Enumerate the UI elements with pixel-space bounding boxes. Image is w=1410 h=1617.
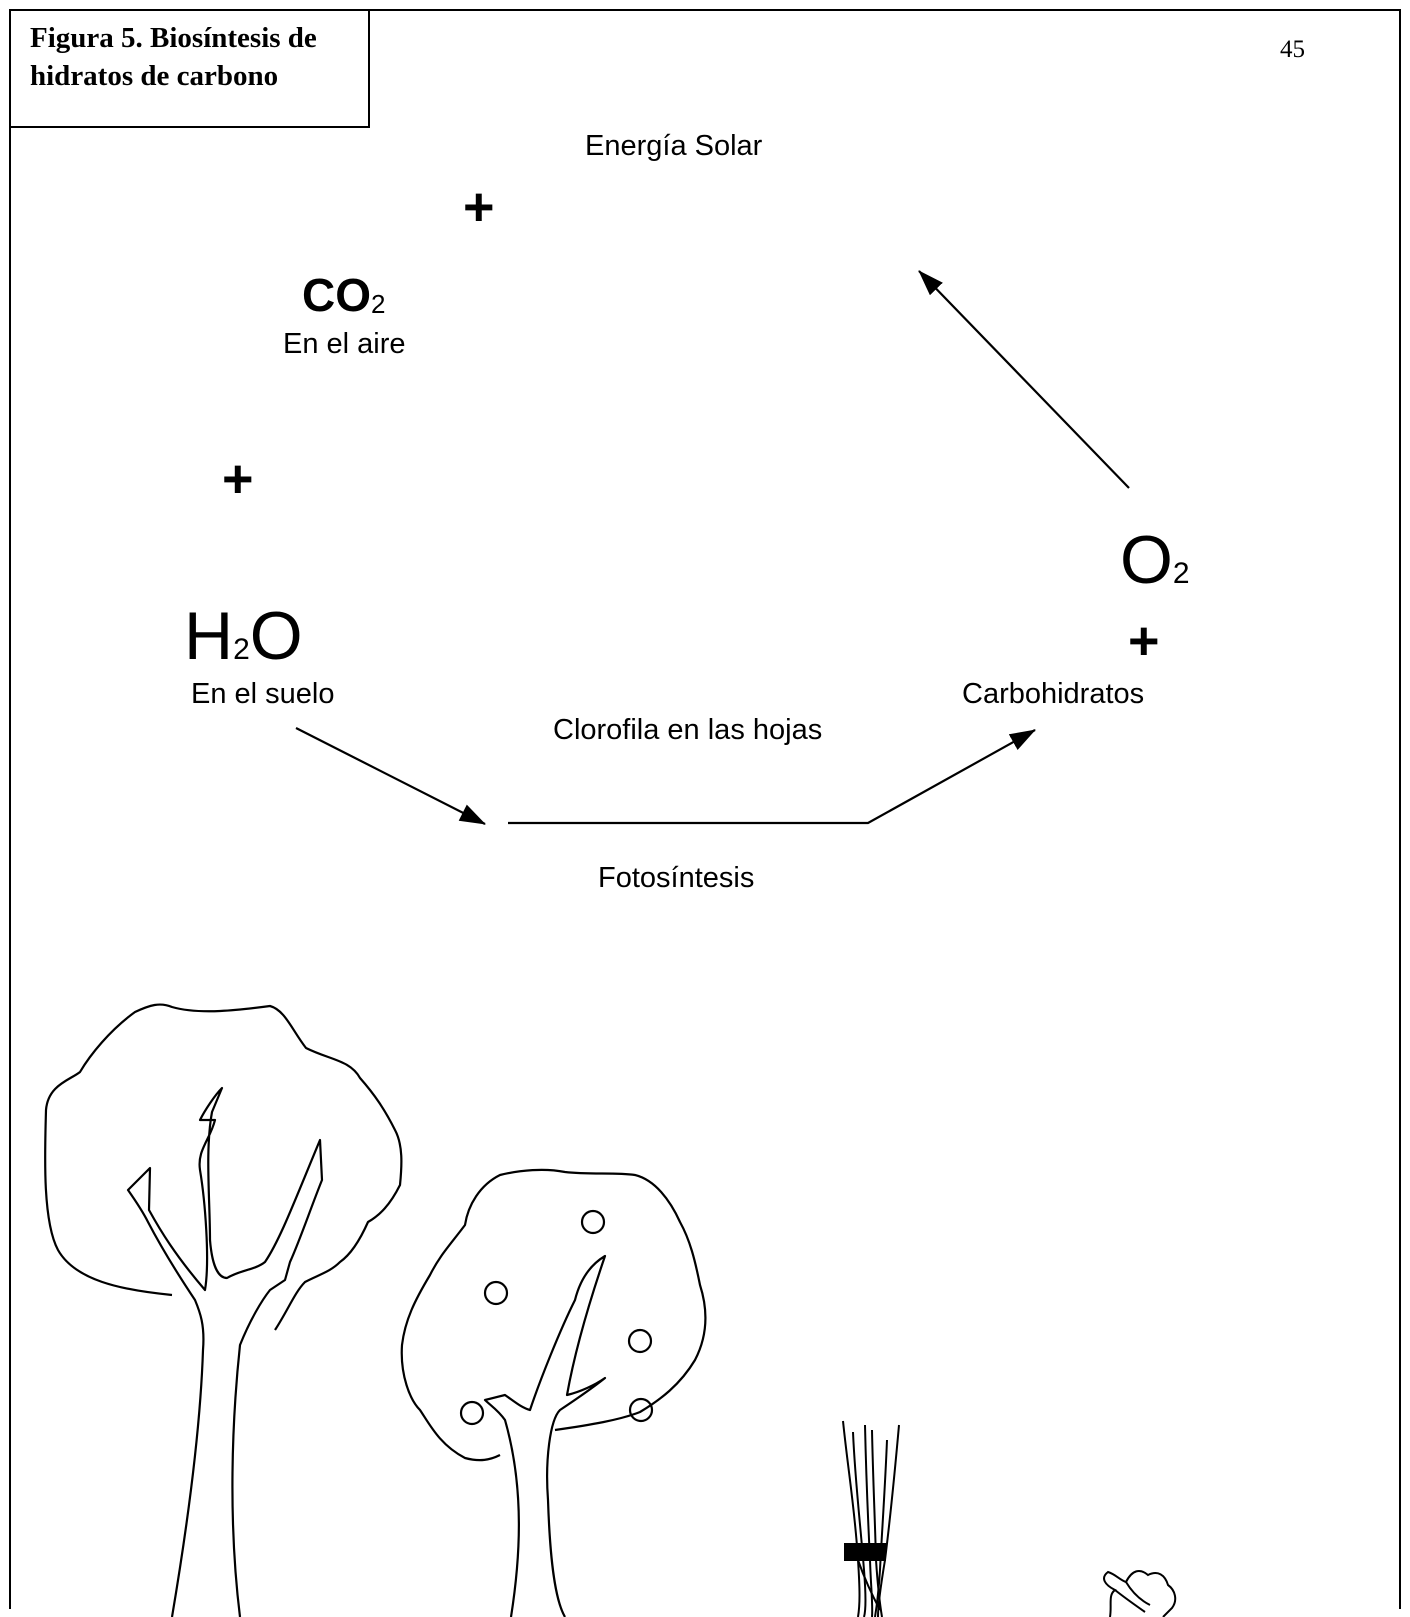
fruit-1	[582, 1211, 604, 1233]
fruit-2	[485, 1282, 507, 1304]
large-tree-trunk	[128, 1088, 322, 1617]
large-tree-canopy	[45, 1005, 401, 1330]
photosynthesis-line	[508, 730, 1035, 823]
fruit-tree-drawing	[402, 1170, 706, 1617]
fruit-5	[461, 1402, 483, 1424]
fruit-tree-canopy	[402, 1170, 706, 1460]
fruit-4	[630, 1399, 652, 1421]
fruit-tree-trunk	[485, 1256, 605, 1617]
arrow-h2o-to-photosynthesis	[296, 728, 485, 824]
small-plant-drawing	[1104, 1571, 1175, 1617]
large-tree-drawing	[45, 1005, 401, 1617]
stick-bundle-drawing	[843, 1421, 899, 1617]
arrow-o2-to-energy	[919, 271, 1129, 488]
stick-bundle-tie	[845, 1544, 885, 1560]
fruit-3	[629, 1330, 651, 1352]
